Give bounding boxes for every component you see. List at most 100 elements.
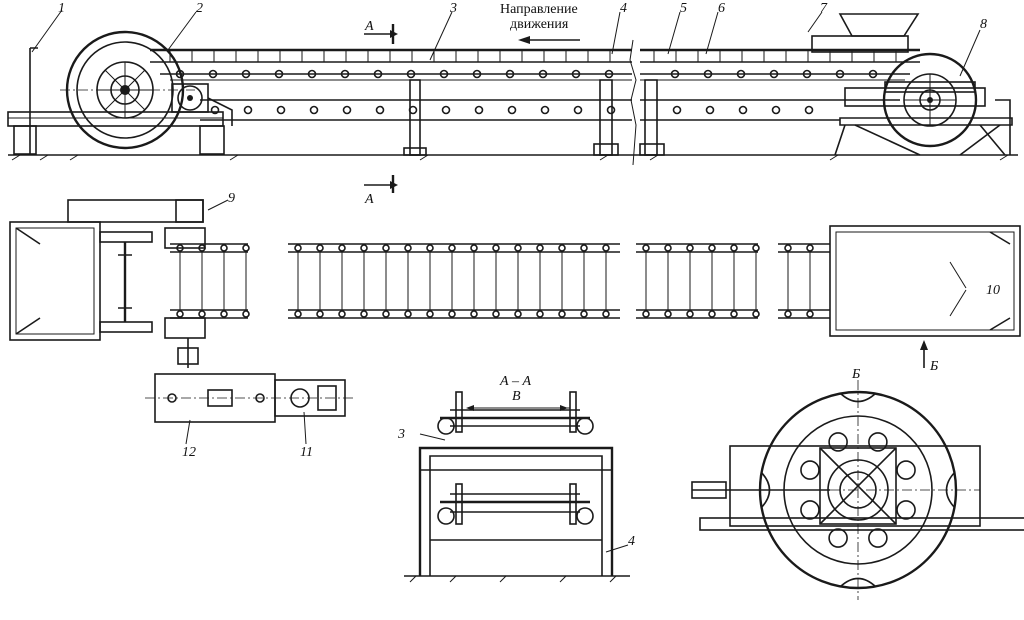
side-view: А А Направление движения bbox=[7, 2, 1018, 207]
chain-roller bbox=[220, 244, 228, 252]
chain-roller bbox=[198, 244, 206, 252]
chain-roller bbox=[664, 310, 672, 318]
lower-roller bbox=[441, 105, 451, 115]
bolt-hole bbox=[800, 500, 820, 520]
bolt-hole bbox=[828, 432, 848, 452]
upper-roller bbox=[175, 69, 185, 79]
upper-roller-set bbox=[437, 391, 594, 435]
chain-roller bbox=[580, 244, 588, 252]
upper-roller bbox=[571, 69, 581, 79]
drive-sprocket bbox=[60, 30, 195, 150]
upper-roller bbox=[670, 69, 680, 79]
chain-roller bbox=[784, 244, 792, 252]
callouts: 1 2 3 4 5 6 7 8 9 10 11 12 3 4 bbox=[31, 1, 1000, 553]
upper-roller bbox=[604, 69, 614, 79]
bolt-hole bbox=[868, 432, 888, 452]
bolt-hole bbox=[896, 500, 916, 520]
section-width-label: В bbox=[512, 389, 521, 404]
upper-roller bbox=[241, 69, 251, 79]
lower-roller bbox=[573, 105, 583, 115]
chain-roller bbox=[294, 244, 302, 252]
upper-roller bbox=[472, 69, 482, 79]
callout-9: 9 bbox=[228, 191, 235, 206]
chain-roller bbox=[198, 310, 206, 318]
lower-roller bbox=[606, 105, 616, 115]
chain-roller bbox=[602, 310, 610, 318]
svg-text:Б: Б bbox=[851, 367, 860, 382]
chain-roller bbox=[470, 310, 478, 318]
callout-2: 2 bbox=[196, 1, 203, 16]
chain-roller bbox=[382, 310, 390, 318]
chain-roller bbox=[338, 244, 346, 252]
lower-roller-set bbox=[437, 483, 594, 525]
bolt-hole bbox=[800, 460, 820, 480]
supports bbox=[403, 79, 665, 156]
chain-roller bbox=[220, 310, 228, 318]
upper-roller bbox=[307, 69, 317, 79]
gear-motor-plan bbox=[145, 373, 355, 423]
section-mark-top: А bbox=[364, 19, 398, 44]
chain-roller bbox=[686, 310, 694, 318]
upper-roller bbox=[406, 69, 416, 79]
chain-roller bbox=[536, 310, 544, 318]
view-b: Б bbox=[691, 367, 1024, 600]
chain-roller bbox=[664, 244, 672, 252]
upper-roller bbox=[208, 69, 218, 79]
tail-sprocket bbox=[882, 52, 978, 148]
upper-roller bbox=[736, 69, 746, 79]
chain-roller bbox=[316, 244, 324, 252]
callout-5: 5 bbox=[680, 1, 687, 16]
upper-roller bbox=[769, 69, 779, 79]
drive-shaft-plan bbox=[99, 227, 206, 339]
chain-roller bbox=[404, 244, 412, 252]
svg-text:А: А bbox=[364, 192, 374, 207]
lower-roller bbox=[771, 105, 781, 115]
chain-roller bbox=[176, 310, 184, 318]
chain-roller bbox=[558, 244, 566, 252]
upper-roller bbox=[439, 69, 449, 79]
chain-roller bbox=[514, 310, 522, 318]
lower-roller bbox=[342, 105, 352, 115]
upper-roller bbox=[835, 69, 845, 79]
chain-roller bbox=[806, 244, 814, 252]
upper-roller bbox=[538, 69, 548, 79]
chain-roller bbox=[448, 244, 456, 252]
callout-7: 7 bbox=[820, 1, 828, 16]
drive-frame bbox=[7, 47, 225, 155]
section-view-label: А – А bbox=[499, 374, 532, 389]
break-mark bbox=[629, 39, 637, 166]
direction-caption-line1: Направление bbox=[500, 2, 578, 17]
callout-section-4: 4 bbox=[628, 534, 635, 549]
upper-roller bbox=[868, 69, 878, 79]
lower-belt bbox=[200, 99, 900, 121]
section-a-a: А – А В bbox=[404, 374, 630, 583]
lower-roller bbox=[738, 105, 748, 115]
bolt-hole bbox=[868, 528, 888, 548]
chain-roller bbox=[642, 244, 650, 252]
direction-caption-line2: движения bbox=[510, 17, 569, 32]
chain-roller bbox=[686, 244, 694, 252]
chain-roller bbox=[316, 310, 324, 318]
chain-roller bbox=[294, 310, 302, 318]
chain-roller bbox=[492, 244, 500, 252]
lower-roller bbox=[276, 105, 286, 115]
plan-view: Б bbox=[9, 199, 1021, 423]
callout-8: 8 bbox=[980, 17, 987, 32]
chain-roller bbox=[752, 310, 760, 318]
lower-roller bbox=[507, 105, 517, 115]
chain-roller bbox=[558, 310, 566, 318]
svg-text:Б: Б bbox=[929, 359, 938, 374]
lower-roller bbox=[210, 105, 220, 115]
lower-roller bbox=[309, 105, 319, 115]
chain-roller bbox=[806, 310, 814, 318]
lower-roller bbox=[375, 105, 385, 115]
chain-roller bbox=[580, 310, 588, 318]
callout-1: 1 bbox=[58, 1, 65, 16]
callout-4: 4 bbox=[620, 1, 627, 16]
chain-roller bbox=[708, 310, 716, 318]
lower-roller bbox=[672, 105, 682, 115]
ground-hatch bbox=[11, 154, 1009, 161]
lower-roller bbox=[243, 105, 253, 115]
chain-roller bbox=[382, 244, 390, 252]
chain-roller bbox=[784, 310, 792, 318]
